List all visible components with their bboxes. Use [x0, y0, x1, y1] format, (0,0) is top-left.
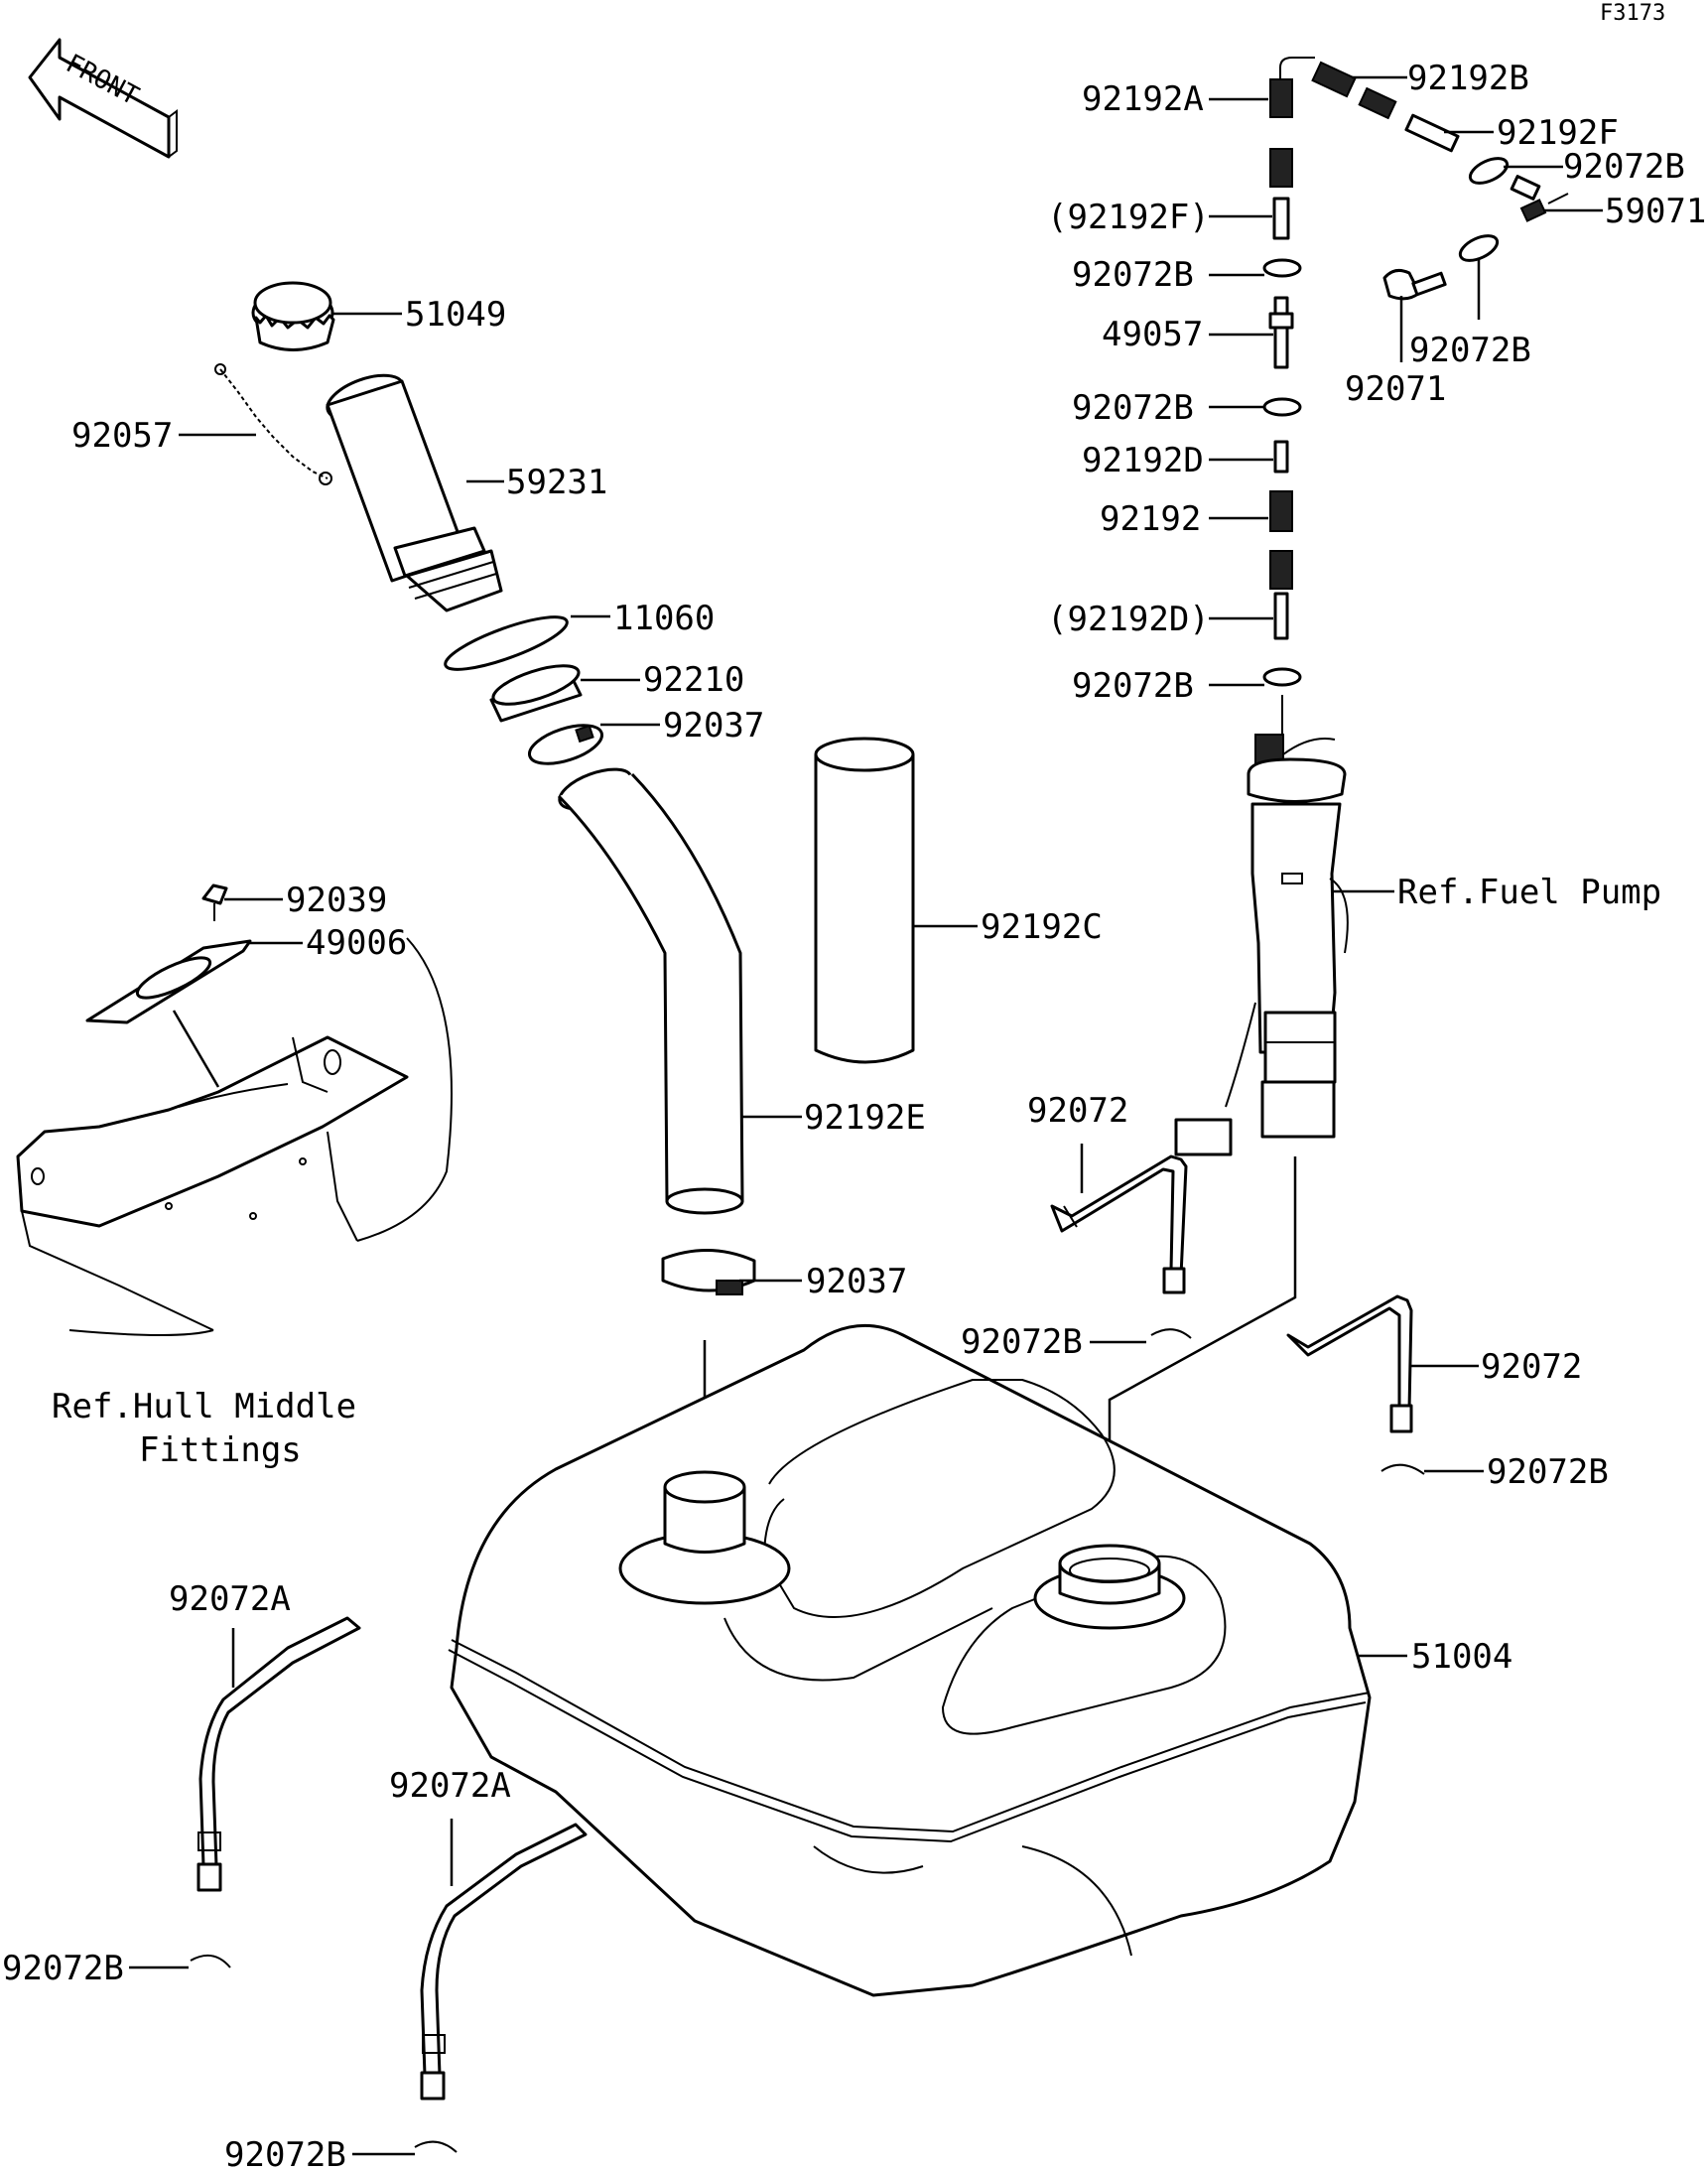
figure-id: F3173 [1600, 1, 1665, 26]
label-92072B-d: 92072B [961, 1322, 1083, 1362]
label-92072B-b: 92072B [1072, 388, 1194, 428]
vent-tube-stack [1262, 57, 1569, 735]
label-59231: 59231 [506, 463, 607, 502]
label-92072B-e: 92072B [1487, 1452, 1609, 1492]
label-92071: 92071 [1345, 369, 1446, 409]
front-arrow-icon: FRONT [28, 38, 178, 159]
strap-92072A-2 [420, 1823, 588, 2101]
label-92072B-r1: 92072B [1563, 147, 1685, 187]
label-92072B-r2: 92072B [1409, 331, 1531, 370]
label-92072-right: 92072 [1481, 1347, 1582, 1387]
label-92039: 92039 [286, 881, 387, 920]
label-fuel-pump: Ref.Fuel Pump [1397, 873, 1661, 912]
label-p92192F: (92192F) [1047, 198, 1210, 237]
strap-92072A-1 [197, 1616, 361, 1892]
clamp-top [528, 724, 603, 765]
filler-neck [326, 373, 503, 612]
label-p92192D: (92192D) [1047, 600, 1210, 639]
clip-92072B-right [1380, 1463, 1425, 1475]
strap-92072-right [1286, 1294, 1413, 1433]
label-92192E: 92192E [804, 1098, 926, 1138]
nut [489, 664, 583, 723]
label-92037-top: 92037 [663, 706, 764, 746]
label-92192D: 92192D [1082, 441, 1204, 480]
label-92037-bottom: 92037 [806, 1262, 907, 1301]
label-92072-left: 92072 [1027, 1091, 1128, 1131]
label-59071: 59071 [1605, 192, 1706, 231]
strap-92072-left [1050, 1154, 1188, 1294]
fuel-pump [1174, 734, 1349, 1156]
tether-chain [214, 363, 332, 485]
label-92192C: 92192C [981, 907, 1103, 947]
label-51004: 51004 [1411, 1637, 1512, 1677]
label-92192: 92192 [1100, 499, 1201, 539]
label-92192B: 92192B [1407, 59, 1529, 98]
label-92192A: 92192A [1082, 79, 1204, 119]
label-92072B-f: 92072B [2, 1949, 124, 1988]
label-49057: 49057 [1102, 315, 1203, 354]
label-92057: 92057 [71, 416, 173, 456]
label-49006: 49006 [306, 923, 407, 963]
label-92210: 92210 [643, 660, 744, 700]
label-92072A-1: 92072A [169, 1579, 291, 1619]
clip-92072B-bottom [414, 2140, 458, 2153]
label-92072B-c: 92072B [1072, 666, 1194, 706]
hose-92192C [814, 737, 915, 1064]
label-hull-line2: Fittings [139, 1430, 302, 1470]
clip-92072B-mid [1150, 1328, 1192, 1339]
clip-92072B-left [190, 1954, 231, 1968]
label-92192F: 92192F [1497, 113, 1619, 153]
label-92072B-g: 92072B [224, 2135, 346, 2170]
filler-hose-92192E [557, 767, 744, 1215]
label-92072A-2: 92072A [389, 1766, 511, 1806]
fuel-tank [448, 1323, 1372, 1997]
hull-fitting [16, 883, 453, 1336]
label-51049: 51049 [405, 295, 506, 335]
label-92072B-a: 92072B [1072, 255, 1194, 295]
filler-cap [251, 281, 335, 351]
gasket [444, 615, 569, 671]
label-11060: 11060 [613, 599, 715, 638]
clamp-bottom [661, 1249, 756, 1295]
label-hull-line1: Ref.Hull Middle [52, 1387, 356, 1426]
